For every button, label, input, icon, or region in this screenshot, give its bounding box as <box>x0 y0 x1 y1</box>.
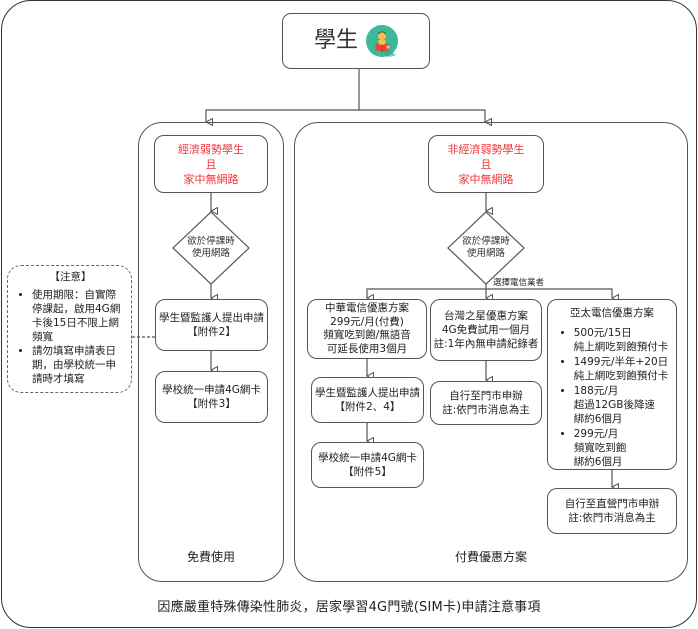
tstar-step-line: 註:依門市消息為主 <box>442 404 530 416</box>
lane-paid <box>294 122 688 582</box>
aptg-item-line: 188元/月 <box>573 385 619 397</box>
lane-paid-label: 付費優惠方案 <box>454 550 527 564</box>
free-condition-line: 經濟弱勢學生 <box>178 142 244 156</box>
decision-diamond-paid <box>447 211 525 285</box>
free-condition-line: 且 <box>205 157 217 171</box>
tstar-step-line: 自行至門市申辦 <box>449 390 523 402</box>
aptg-step-line: 註:依門市消息為主 <box>568 512 656 524</box>
tstar-plan-line: 台灣之星優惠方案 <box>444 310 528 322</box>
aptg-item-line: 超過12GB後降速 <box>573 399 655 411</box>
tstar-step-store: 自行至門市申辦 註:依門市消息為主 <box>430 381 542 425</box>
aptg-plan-title: 亞太電信優惠方案 <box>570 307 654 319</box>
free-condition-line: 家中無網路 <box>183 172 239 186</box>
decision-diamond-free <box>172 211 250 285</box>
aptg-plan-item: 299元/月 頻寬吃到飽 綁約6個月 <box>574 427 669 469</box>
free-step-apply: 學生暨監護人提出申請 【附件2】 <box>155 299 268 351</box>
free-decision-line: 使用網路 <box>191 248 230 259</box>
student-reading-icon <box>366 25 398 57</box>
free-decision-label: 欲於停課時 使用網路 <box>173 236 249 260</box>
free-step-school-line: 學校統一申請4G網卡 <box>162 384 261 396</box>
paid-decision-line: 欲於停課時 <box>462 236 510 247</box>
connector-to-aptg <box>486 288 612 298</box>
connector-to-paid <box>359 109 485 122</box>
lane-free <box>138 122 284 582</box>
aptg-item-line: 1499元/半年+20日 <box>573 356 669 368</box>
tstar-plan-box: 台灣之星優惠方案 4G免費試用一個月 註:1年內無申請紀錄者 <box>430 299 542 361</box>
aptg-item-line: 綁約6個月 <box>573 413 623 425</box>
aptg-item-line: 299元/月 <box>573 428 619 440</box>
free-condition-box: 經濟弱勢學生 且 家中無網路 <box>154 135 268 193</box>
free-step-school: 學校統一申請4G網卡 【附件3】 <box>155 371 268 423</box>
aptg-step-line: 自行至直營門市申辦 <box>564 498 660 510</box>
lane-free-label: 免費使用 <box>186 550 235 564</box>
diagram-title: 因應嚴重特殊傳染性肺炎，居家學習4G門號(SIM卡)申請注意事項 <box>157 600 541 615</box>
connector-to-cht <box>367 288 486 298</box>
free-step-school-line: 【附件3】 <box>187 398 236 410</box>
choose-carrier-label: 選擇電信業者 <box>493 278 545 288</box>
cht-plan-line: 中華電信優惠方案 <box>325 302 409 314</box>
aptg-plan-box: 亞太電信優惠方案 500元/15日 純上網吃到飽預付卡 1499元/半年+20日… <box>547 299 677 470</box>
title-node: 學生 <box>282 13 430 69</box>
notice-item: 請勿填寫申請表日期，由學校統一申請時才填寫 <box>32 344 125 386</box>
tstar-plan-line: 4G免費試用一個月 <box>441 324 531 336</box>
title-label: 學生 <box>313 28 358 53</box>
aptg-item-line: 純上網吃到飽預付卡 <box>573 341 669 353</box>
aptg-plan-item: 1499元/半年+20日 純上網吃到飽預付卡 <box>574 355 669 383</box>
aptg-step-store: 自行至直營門市申辦 註:依門市消息為主 <box>547 488 677 534</box>
aptg-item-line: 綁約6個月 <box>573 456 623 468</box>
aptg-item-line: 純上網吃到飽預付卡 <box>573 370 669 382</box>
free-step-apply-line: 【附件2】 <box>187 326 236 338</box>
tstar-plan-line: 註:1年內無申請紀錄者 <box>433 338 539 350</box>
cht-plan-line: 頻寬吃到飽/無語音 <box>323 329 411 341</box>
aptg-plan-list: 500元/15日 純上網吃到飽預付卡 1499元/半年+20日 純上網吃到飽預付… <box>556 326 669 470</box>
notice-item: 使用期限：自實際停課起，啟用4G網卡後15日不限上網頻寬 <box>32 288 125 344</box>
free-step-apply-line: 學生暨監護人提出申請 <box>159 312 264 324</box>
cht-plan-line: 299元/月(付費) <box>330 315 404 328</box>
paid-condition-line: 非經濟弱勢學生 <box>447 142 525 156</box>
free-decision-line: 欲於停課時 <box>187 236 235 247</box>
paid-condition-line: 家中無網路 <box>458 172 514 186</box>
cht-step-school: 學校統一申請4G網卡 【附件5】 <box>311 442 424 488</box>
aptg-plan-item: 188元/月 超過12GB後降速 綁約6個月 <box>574 384 669 426</box>
aptg-item-line: 頻寬吃到飽 <box>573 442 627 454</box>
cht-step-apply-line: 學生暨監護人提出申請 <box>315 387 420 399</box>
connector-to-free <box>206 109 359 122</box>
notice-list: 使用期限：自實際停課起，啟用4G網卡後15日不限上網頻寬 請勿填寫申請表日期，由… <box>16 288 125 386</box>
paid-decision-label: 欲於停課時 使用網路 <box>448 236 524 260</box>
aptg-item-line: 500元/15日 <box>573 327 632 339</box>
aptg-plan-item: 500元/15日 純上網吃到飽預付卡 <box>574 326 669 354</box>
cht-plan-box: 中華電信優惠方案 299元/月(付費) 頻寬吃到飽/無語音 可延長使用3個月 <box>307 299 427 359</box>
cht-step-apply-line: 【附件2、4】 <box>334 401 401 413</box>
paid-condition-line: 且 <box>480 157 492 171</box>
notice-title: 【注意】 <box>49 271 92 283</box>
cht-step-school-line: 【附件5】 <box>343 466 392 478</box>
cht-step-apply: 學生暨監護人提出申請 【附件2、4】 <box>311 377 424 423</box>
notice-box: 【注意】 使用期限：自實際停課起，啟用4G網卡後15日不限上網頻寬 請勿填寫申請… <box>7 265 132 393</box>
cht-step-school-line: 學校統一申請4G網卡 <box>318 452 417 464</box>
cht-plan-line: 可延長使用3個月 <box>326 342 408 355</box>
paid-decision-line: 使用網路 <box>466 248 505 259</box>
paid-condition-box: 非經濟弱勢學生 且 家中無網路 <box>428 135 544 193</box>
